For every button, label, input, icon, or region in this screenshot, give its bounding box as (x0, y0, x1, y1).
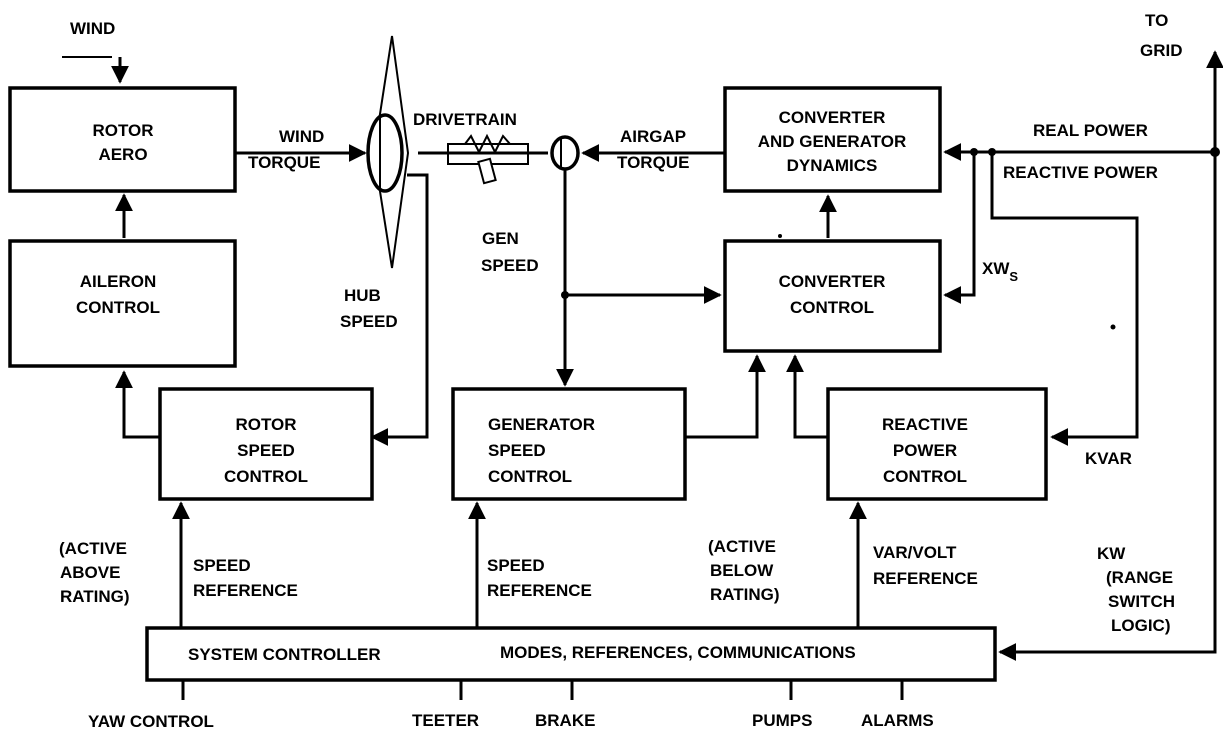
grid-junction (1210, 147, 1220, 157)
rotor-speed-control-line-2: SPEED (237, 441, 295, 460)
hub-speed-line (370, 173, 429, 446)
spring-icon (464, 133, 511, 155)
speck (1110, 324, 1116, 330)
xws-label: XWS (982, 259, 1018, 284)
generator-speed-control-block: GENERATOR SPEED CONTROL (451, 387, 687, 501)
var-volt-reference-line-2: REFERENCE (873, 569, 978, 588)
xws-feedback-line (943, 152, 976, 304)
xws-subscript: S (1009, 269, 1018, 284)
active-below-rating-line-2: BELOW (710, 561, 774, 580)
xws-main: XW (982, 259, 1010, 278)
damper-frame (447, 143, 529, 153)
range-switch-logic-line-2: SWITCH (1108, 592, 1175, 611)
converter-generator-dynamics-block: CONVERTER AND GENERATOR DYNAMICS (723, 86, 942, 193)
system-controller-functions-label: MODES, REFERENCES, COMMUNICATIONS (500, 643, 856, 662)
xws-junction (970, 148, 978, 156)
rotor-speed-control-block: ROTOR SPEED CONTROL (158, 387, 374, 501)
speed-reference-2-line-1: SPEED (487, 556, 545, 575)
rotor-aero-line-1: ROTOR (92, 121, 153, 140)
generator-rotor-icon (550, 135, 580, 171)
real-power-label: REAL POWER (1033, 121, 1148, 140)
gen-speed-label-2: SPEED (481, 256, 539, 275)
generator-speed-control-line-3: CONTROL (488, 467, 572, 486)
active-below-rating-line-1: (ACTIVE (708, 537, 776, 556)
reactive-power-control-line-3: CONTROL (883, 467, 967, 486)
converter-dynamics-line-2: AND GENERATOR (758, 132, 907, 151)
output-teeter: TEETER (412, 711, 479, 730)
speed-reference-1-line-2: REFERENCE (193, 581, 298, 600)
gen-speed-label-1: GEN (482, 229, 519, 248)
aileron-control-line-2: CONTROL (76, 298, 160, 317)
reactive-power-label: REACTIVE POWER (1003, 163, 1158, 182)
generator-speed-control-line-2: SPEED (488, 441, 546, 460)
drivetrain-label: DRIVETRAIN (413, 110, 517, 129)
output-pumps: PUMPS (752, 711, 812, 730)
active-below-rating-line-3: RATING) (710, 585, 780, 604)
kvar-label: KVAR (1085, 449, 1132, 468)
reactive-to-converter-line (786, 354, 828, 439)
active-above-rating-line-2: ABOVE (60, 563, 120, 582)
drivetrain-symbol (447, 133, 580, 185)
active-above-rating-line-3: RATING) (60, 587, 130, 606)
airgap-torque-label-2: TORQUE (617, 153, 689, 172)
rotor-aero-block: ROTOR AERO (8, 86, 237, 193)
converter-dynamics-line-1: CONVERTER (779, 108, 886, 127)
gen-speed-control-to-converter-line (685, 354, 766, 439)
range-switch-logic-line-1: (RANGE (1106, 568, 1173, 587)
to-grid-label-1: TO (1145, 11, 1168, 30)
aileron-control-block: AILERON CONTROL (8, 239, 237, 368)
rotor-aero-line-2: AERO (98, 145, 147, 164)
signal-labels: WIND TO GRID WIND TORQUE DRIVETRAIN AIRG… (59, 11, 1183, 635)
speck (778, 234, 782, 238)
rotor-speed-to-aileron-line (115, 370, 160, 439)
converter-control-line-2: CONTROL (790, 298, 874, 317)
kvar-junction (988, 148, 996, 156)
damper-icon (477, 157, 497, 185)
rotor-speed-control-line-3: CONTROL (224, 467, 308, 486)
gen-speed-junction (561, 291, 569, 299)
generator-speed-control-line-1: GENERATOR (488, 415, 595, 434)
airgap-torque-label-1: AIRGAP (620, 127, 686, 146)
output-brake: BRAKE (535, 711, 595, 730)
wind-label: WIND (70, 19, 115, 38)
system-controller-block: SYSTEM CONTROLLER MODES, REFERENCES, COM… (145, 626, 997, 682)
to-grid-label-2: GRID (1140, 41, 1183, 60)
reactive-power-control-line-1: REACTIVE (882, 415, 968, 434)
speed-reference-2-line-2: REFERENCE (487, 581, 592, 600)
signal-lines (62, 50, 1223, 700)
kw-label: KW (1097, 544, 1126, 563)
output-alarms: ALARMS (861, 711, 934, 730)
reactive-power-control-block: REACTIVE POWER CONTROL (826, 387, 1048, 501)
converter-control-line-1: CONVERTER (779, 272, 886, 291)
range-switch-logic-line-3: LOGIC) (1111, 616, 1171, 635)
kw-feedback-line (998, 152, 1217, 661)
speed-reference-1-line-1: SPEED (193, 556, 251, 575)
rotor-blade-icon (372, 35, 410, 269)
kvar-feedback-line (990, 152, 1139, 446)
hub-icon (366, 113, 404, 193)
reactive-power-control-line-2: POWER (893, 441, 957, 460)
output-yaw-control: YAW CONTROL (88, 712, 214, 731)
converter-control-block: CONVERTER CONTROL (723, 239, 942, 353)
converter-dynamics-line-3: DYNAMICS (787, 156, 878, 175)
wind-torque-label-1: WIND (279, 127, 324, 146)
system-outputs: YAW CONTROL TEETER BRAKE PUMPS ALARMS (88, 711, 934, 731)
hub-speed-label-2: SPEED (340, 312, 398, 331)
rotor-speed-control-line-1: ROTOR (235, 415, 296, 434)
wind-torque-label-2: TORQUE (248, 153, 320, 172)
aileron-control-line-1: AILERON (80, 272, 157, 291)
active-above-rating-line-1: (ACTIVE (59, 539, 127, 558)
hub-speed-label-1: HUB (344, 286, 381, 305)
var-volt-reference-line-1: VAR/VOLT (873, 543, 957, 562)
system-controller-label: SYSTEM CONTROLLER (188, 645, 381, 664)
rotor-hub-symbol (366, 35, 410, 269)
